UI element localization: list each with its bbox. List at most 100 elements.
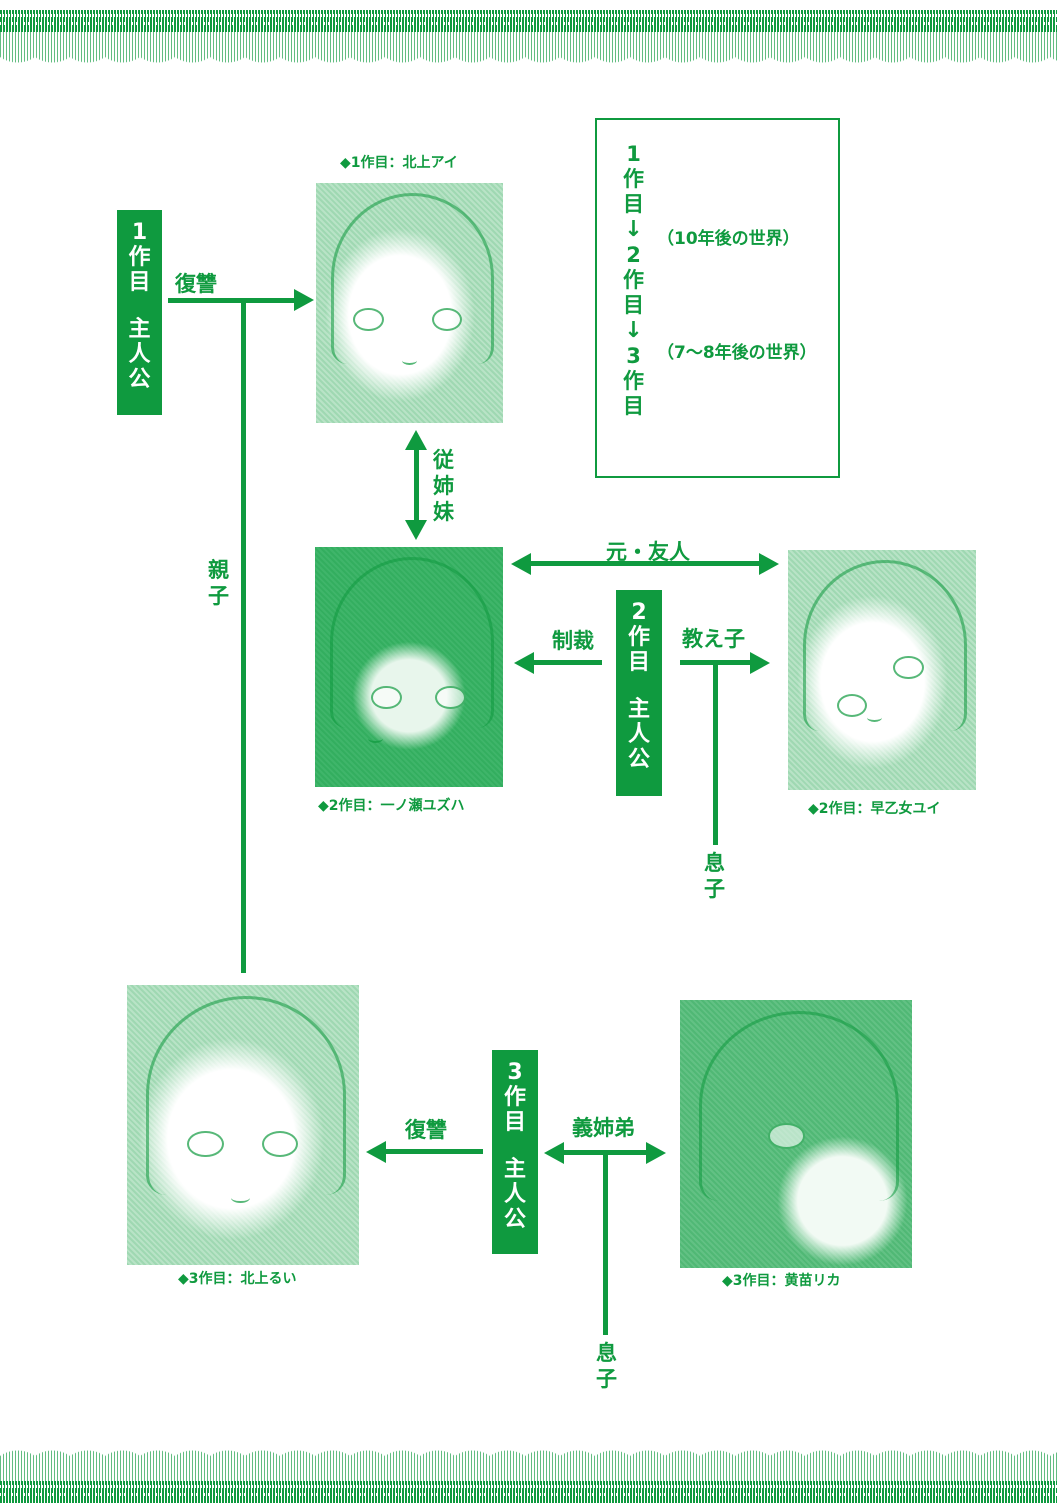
caption-yuzuha: ◆2作目：一ノ瀬ユズハ [318,798,465,814]
down-arrow-icon: ↓ [624,217,643,242]
protagonist-3-box: 3 作 目 主 人 公 [492,1050,538,1254]
relation-char: 息 [596,1341,617,1365]
hair-shape [698,1010,900,1202]
relation-punishment: 制裁 [552,629,594,653]
timeline-work-1-char: 作 [623,167,644,191]
arrow-left-icon [544,1142,564,1164]
relation-cousins: 従 姉 妹 [433,447,454,525]
relation-son-3: 息 子 [596,1340,617,1392]
relation-char: 従 [433,448,454,472]
relation-revenge-3: 復讐 [405,1118,447,1142]
relation-char: 妹 [433,500,454,524]
hair-shape [145,996,347,1196]
hair-shape [330,556,494,728]
caption-rui: ◆3作目：北上るい [178,1271,297,1287]
relation-revenge-1: 復讐 [175,272,217,296]
relation-char: 親 [208,558,229,582]
relation-char: 子 [596,1367,617,1391]
timeline-note-2: （7〜8年後の世界） [657,343,817,363]
lace-scallop [0,32,1057,77]
arrow-right-icon [646,1142,666,1164]
arrow-down-icon [405,520,427,540]
protagonist-2-box: 2 作 目 主 人 公 [616,590,662,796]
portrait-rika [680,1000,912,1268]
lace-border-top [0,8,1057,83]
protagonist-2-role: 公 [627,747,650,772]
timeline-box: 1 作 目 ↓ 2 作 目 ↓ 3 作 目 （10年後の世界） （7〜8年後の世… [595,118,840,478]
eye-shape [893,655,924,679]
caption-yui: ◆2作目：早乙女ユイ [808,801,941,817]
mouth-shape [866,713,882,723]
protagonist-1-char: 目 [128,270,151,295]
arrow-left-icon [366,1141,386,1163]
eye-shape [187,1130,224,1157]
lace-border-bottom [0,1428,1057,1503]
relation-char: 子 [704,877,725,901]
relation-step-siblings: 義姉弟 [572,1116,635,1140]
arrow-right-icon [759,553,779,575]
protagonist-3-char: 目 [503,1110,526,1135]
connector-line [414,448,419,522]
protagonist-1-num: 1 [131,220,148,245]
arrow-up-icon [405,430,427,450]
eye-shape [836,694,868,718]
portrait-yuzuha [315,547,503,787]
mouth-shape [367,734,383,744]
eye-shape [353,307,384,331]
arrow-left-icon [511,553,531,575]
connector-line [532,660,602,665]
protagonist-3-role: 主 [503,1157,526,1182]
relation-char: 子 [208,584,229,608]
portrait-ai [316,183,503,423]
timeline-work-2-num: 2 [626,243,641,267]
protagonist-1-role: 主 [128,317,151,342]
down-arrow-icon: ↓ [624,318,643,343]
arrow-right-icon [294,289,314,311]
relation-char: 息 [704,851,725,875]
protagonist-1-char: 作 [128,245,151,270]
protagonist-1-role: 公 [128,367,151,392]
hair-shape [803,559,967,731]
protagonist-2-char: 作 [627,625,650,650]
mouth-shape [231,1192,250,1203]
connector-line [384,1149,483,1154]
timeline-work-3-char: 目 [623,394,644,418]
eye-shape [371,686,402,710]
eye-shape [435,686,466,710]
relation-student: 教え子 [682,627,745,651]
timeline-work-3-num: 3 [626,344,641,368]
portrait-yui [788,550,976,790]
protagonist-2-char: 目 [627,650,650,675]
son-line [713,662,718,845]
eye-shape [431,307,463,331]
timeline-work-1-char: 目 [623,192,644,216]
relation-char: 姉 [433,474,454,498]
protagonist-1-role: 人 [128,342,151,367]
protagonist-3-char: 作 [503,1085,526,1110]
timeline-column: 1 作 目 ↓ 2 作 目 ↓ 3 作 目 [623,142,644,419]
parent-child-line [241,298,246,973]
arrow-right-icon [750,652,770,674]
protagonist-2-num: 2 [631,600,647,625]
relation-former-friends: 元・友人 [606,540,690,564]
protagonist-3-role: 人 [503,1182,526,1207]
son-line [603,1152,608,1335]
caption-rika: ◆3作目：黄苗リカ [722,1273,841,1289]
eye-shape [261,1130,299,1157]
hair-shape [330,192,495,364]
timeline-note-1: （10年後の世界） [657,229,800,249]
lace-band [0,10,1057,32]
protagonist-2-role: 人 [627,722,650,747]
relation-parent-child: 親 子 [208,557,229,609]
connector-line [529,561,761,566]
protagonist-2-role: 主 [627,697,650,722]
timeline-work-1-num: 1 [626,142,641,166]
lace-scallop [0,1436,1057,1481]
timeline-work-2-char: 目 [623,293,644,317]
caption-ai: ◆1作目：北上アイ [340,155,458,171]
timeline-work-3-char: 作 [623,369,644,393]
arrow-left-icon [514,652,534,674]
timeline-work-2-char: 作 [623,268,644,292]
connector-line [168,298,300,303]
eye-shape [768,1123,805,1149]
